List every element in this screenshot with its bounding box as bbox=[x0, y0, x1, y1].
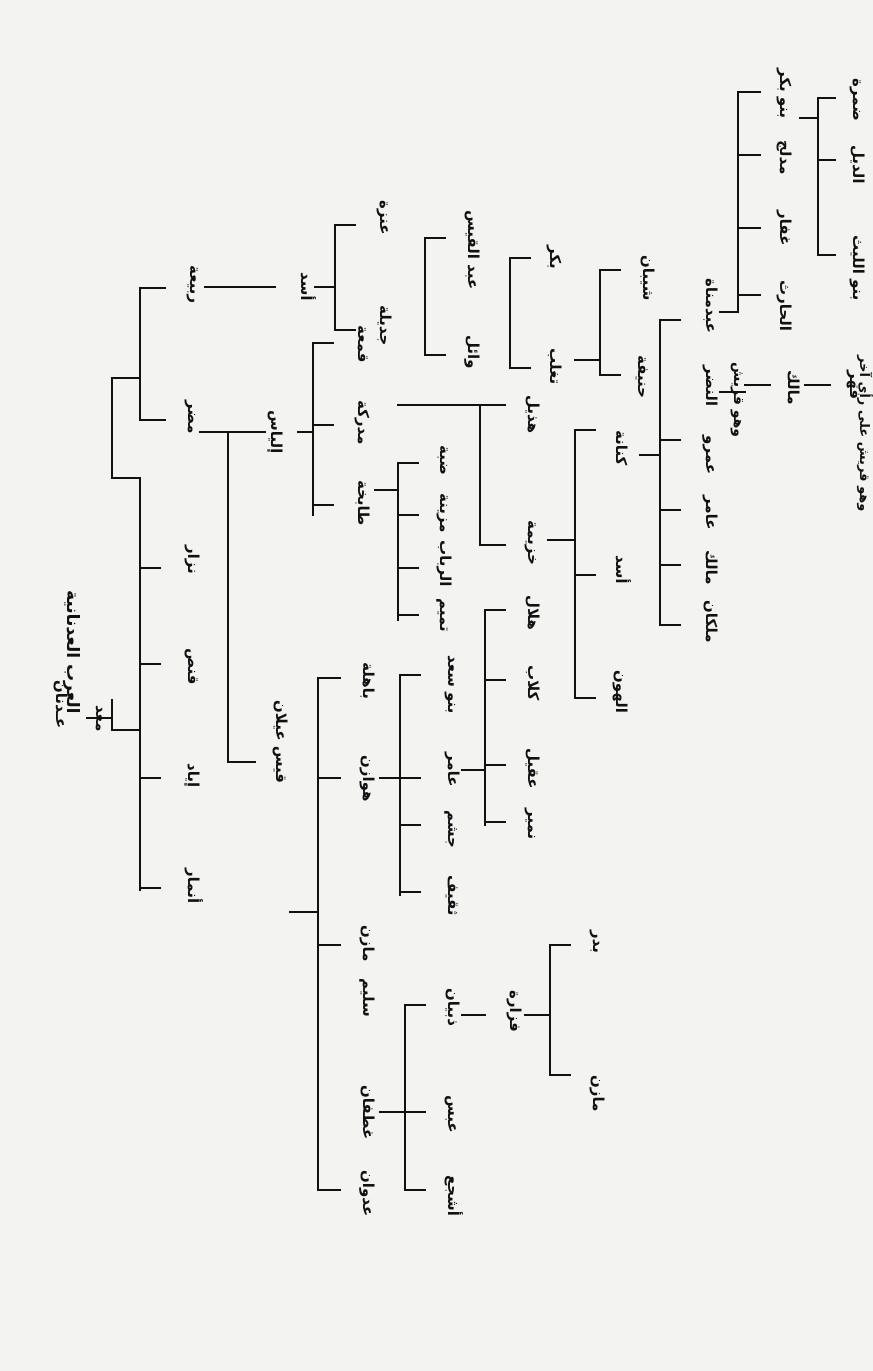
node-alharith: الحارث bbox=[776, 280, 794, 331]
node-anmar: أنمار bbox=[184, 868, 202, 904]
node-numayr: نمير bbox=[524, 808, 542, 840]
node-wail: وائل bbox=[464, 335, 482, 369]
node-bani-bakr: بنو بكر bbox=[776, 68, 794, 119]
node-muzayna: مزينة bbox=[436, 493, 454, 533]
node-qama: قمعة bbox=[354, 325, 372, 363]
node-mazin1: مازن bbox=[359, 925, 377, 962]
node-amr: عمرو bbox=[702, 435, 720, 474]
node-sulaym: سليم bbox=[359, 978, 377, 1017]
node-qays-aylan: قيس عيلان bbox=[272, 700, 290, 783]
node-uqayl: عقيل bbox=[524, 748, 542, 789]
node-iyad: إياد bbox=[184, 763, 202, 788]
node-jadila: جديلة bbox=[376, 305, 394, 346]
node-hudhayl: هذيل bbox=[524, 395, 542, 434]
node-adnan: عـدنان bbox=[52, 680, 70, 729]
node-nadr: النضر bbox=[702, 365, 720, 407]
node-ilyas: إلياس bbox=[267, 410, 285, 454]
node-bani-saad: بنو سعد bbox=[444, 655, 462, 714]
footnote: وهو قريش على رأي آخر bbox=[856, 355, 871, 512]
node-ghatafan: غطفان bbox=[359, 1085, 377, 1140]
node-hawazin: هوازن bbox=[359, 755, 377, 802]
node-quraysh: وهو قريش bbox=[730, 362, 746, 437]
node-hilal: هلال bbox=[524, 595, 542, 630]
node-qanas: قنص bbox=[184, 648, 202, 685]
node-shayban: شيبان bbox=[639, 255, 657, 301]
node-ghifar: غفار bbox=[776, 210, 794, 246]
node-addil: الديل bbox=[849, 145, 867, 184]
node-khuzayma: خزيمة bbox=[524, 520, 542, 565]
node-thaqif: ثقيف bbox=[444, 875, 462, 916]
node-tabikha: طابخة bbox=[354, 480, 372, 526]
node-malkan: ملكان bbox=[702, 600, 720, 643]
node-tamim: تميم bbox=[436, 598, 454, 632]
node-fazara: فزارة bbox=[506, 990, 524, 1032]
node-mazin2: مازن bbox=[589, 1075, 607, 1112]
node-abd-manat: عبدمناة bbox=[702, 278, 720, 333]
node-damra: ضمرة bbox=[849, 78, 867, 121]
node-bahila: باهلة bbox=[359, 662, 377, 699]
node-asad-kinana: أسد bbox=[612, 555, 630, 584]
node-adwan: عدوان bbox=[359, 1170, 377, 1217]
node-kilab: كلاب bbox=[524, 665, 542, 701]
node-hanifa: حنيفة bbox=[634, 355, 652, 398]
node-bani-alayth: بنو الليث bbox=[849, 235, 867, 301]
node-dabba: ضبة bbox=[436, 445, 454, 475]
node-anaza: عنزة bbox=[376, 200, 394, 235]
node-malik-quraysh: مالك bbox=[784, 370, 802, 405]
node-maadd: معد bbox=[92, 705, 110, 732]
node-ashja: أشجع bbox=[444, 1175, 462, 1216]
node-kinana: كنانة bbox=[612, 430, 630, 466]
node-rabab: الرباب bbox=[436, 540, 454, 587]
node-badr: بدر bbox=[589, 930, 607, 953]
node-abd-alqays: عبد القيس bbox=[464, 210, 482, 290]
node-amir: عامر bbox=[444, 752, 462, 787]
node-malik-kinana: مالك bbox=[702, 550, 720, 585]
node-abs: عبس bbox=[444, 1095, 462, 1133]
node-jusham: جشم bbox=[444, 810, 462, 848]
node-nizar: نزار bbox=[184, 545, 202, 574]
node-asad-rabia: أسد bbox=[297, 272, 315, 301]
node-mudlij: مدلج bbox=[776, 140, 794, 175]
node-mudrika: مدركة bbox=[354, 400, 372, 445]
node-amir-kinana: عامر bbox=[702, 495, 720, 530]
node-taghlib: تغلب bbox=[546, 348, 564, 385]
node-dhubyan: ذبيان bbox=[444, 988, 462, 1026]
node-mudar: مضر bbox=[184, 400, 202, 434]
node-bakr: بكر bbox=[546, 245, 564, 269]
node-alhun: الهون bbox=[612, 670, 630, 713]
node-rabia: ربيعة bbox=[186, 265, 204, 303]
